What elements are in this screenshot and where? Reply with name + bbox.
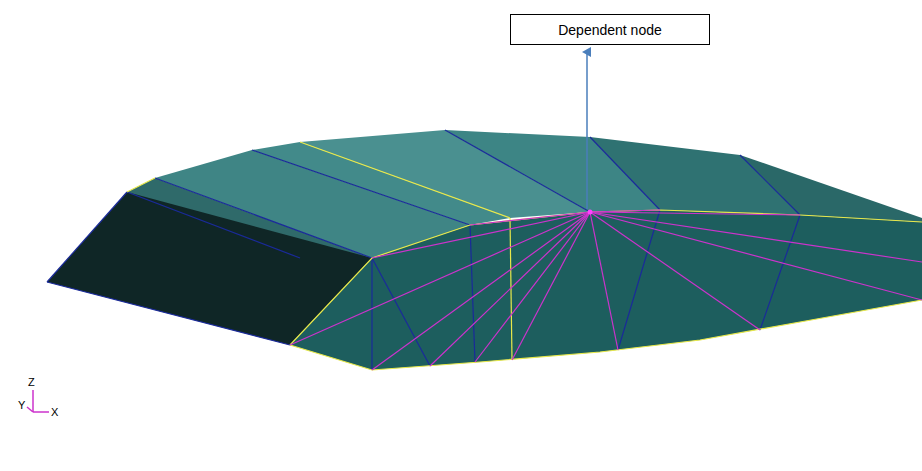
leader-arrow [586, 52, 588, 209]
axis-label: X [51, 407, 58, 418]
callout-box: Dependent node [510, 14, 710, 45]
axis-label: Z [28, 377, 35, 388]
shell-face [740, 155, 922, 222]
node-dot [588, 210, 593, 215]
callout-text: Dependent node [558, 22, 662, 38]
axis-triad [27, 390, 49, 412]
axis-label: Y [18, 400, 25, 411]
shell-face [290, 210, 922, 370]
